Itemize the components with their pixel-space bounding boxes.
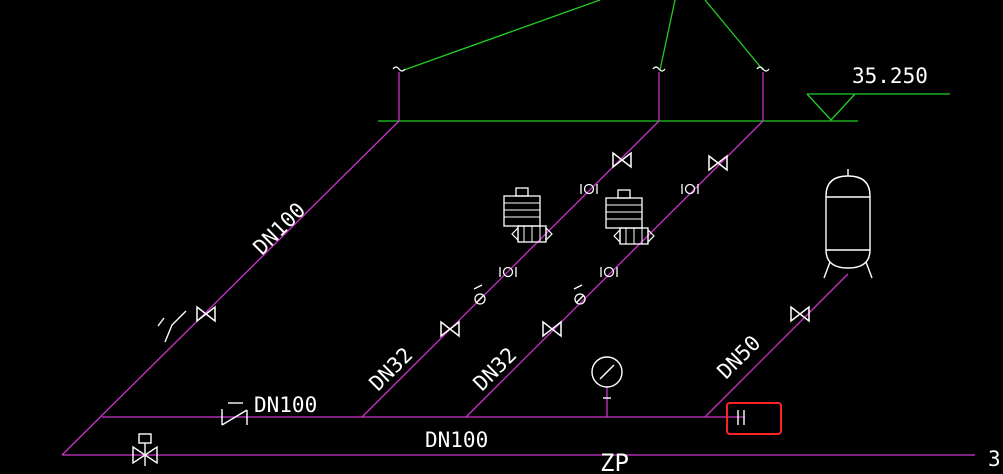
pipe-break-marks	[392, 66, 770, 72]
motorized-valve-icon	[132, 433, 158, 466]
check-valve-icon	[573, 284, 586, 305]
union-icon	[737, 410, 745, 425]
selection-box-icon[interactable]	[726, 402, 782, 435]
branch-tank-label: DN50	[713, 331, 766, 384]
riser-main-label: DN100	[249, 198, 311, 260]
gate-valve-icon	[708, 155, 728, 171]
check-valve-icon	[221, 402, 248, 426]
pressure-tank-icon	[823, 169, 873, 279]
gate-valve-icon	[612, 152, 632, 168]
elevation-lines	[378, 0, 950, 122]
edge-label: 3	[988, 447, 1001, 471]
header-main-label: DN100	[425, 428, 488, 452]
header-check-label: DN100	[254, 393, 317, 417]
gate-valve-icon	[196, 306, 216, 322]
pipes	[61, 72, 975, 456]
check-valve-icon	[157, 310, 187, 343]
gate-valve-icon	[440, 321, 460, 337]
check-valve-icon	[473, 284, 486, 305]
gate-valve-icon	[542, 321, 562, 337]
gate-valve-icon	[790, 306, 810, 322]
elevation-label: 35.250	[852, 64, 928, 88]
bottom-main-label: ZP	[600, 449, 629, 474]
pressure-gauge-icon	[591, 356, 623, 399]
